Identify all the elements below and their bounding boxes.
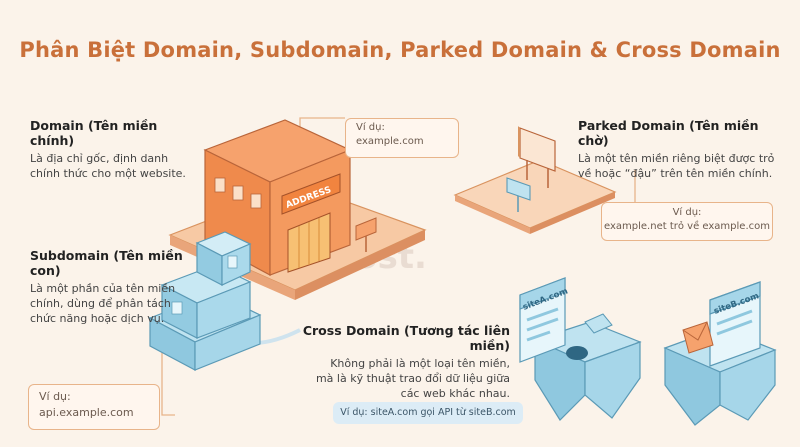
subdomain-building-icon bbox=[148, 231, 262, 371]
subdomain-text-line-3: chức năng hoặc dịch vụ. bbox=[30, 312, 165, 325]
parked-heading: Parked Domain (Tên miền chờ) bbox=[578, 118, 759, 148]
subdomain-heading: Subdomain (Tên miền con) bbox=[30, 248, 183, 278]
site-a-island-icon: siteA.com bbox=[519, 277, 642, 421]
subdomain-description: Subdomain (Tên miền con) Là một phần của… bbox=[30, 248, 205, 326]
cross-heading: Cross Domain (Tương tác liên miền) bbox=[302, 323, 510, 353]
site-b-island-icon: siteB.com bbox=[663, 281, 777, 426]
parked-description: Parked Domain (Tên miền chờ) Là một tên … bbox=[578, 118, 788, 181]
parked-note-label: Ví dụ: bbox=[672, 207, 702, 218]
parked-billboard-icon bbox=[518, 126, 556, 188]
domain-note-value: example.com bbox=[356, 136, 424, 147]
parked-note-value: example.net trỏ về example.com bbox=[604, 221, 770, 232]
domain-building-icon: ADDRESS bbox=[203, 119, 352, 277]
parked-text-line-2: về hoặc “đậu” trên tên miền chính. bbox=[578, 167, 773, 180]
page-title: Phân Biệt Domain, Subdomain, Parked Doma… bbox=[19, 38, 781, 62]
cross-example-note: Ví dụ: siteA.com gọi API từ siteB.com bbox=[333, 402, 523, 424]
domain-note-label: Ví dụ: bbox=[356, 122, 385, 133]
domain-text-line-1: Là địa chỉ gốc, định danh bbox=[30, 152, 169, 165]
cross-text-line-1: Không phải là một loại tên miền, bbox=[330, 357, 510, 370]
subdomain-text-line-1: Là một phần của tên miền bbox=[30, 282, 176, 295]
domain-description: Domain (Tên miền chính) Là địa chỉ gốc, … bbox=[30, 118, 205, 181]
domain-heading: Domain (Tên miền chính) bbox=[30, 118, 158, 148]
parked-text-line-1: Là một tên miền riêng biệt được trỏ bbox=[578, 152, 775, 165]
subdomain-note-label: Ví dụ: bbox=[39, 390, 71, 403]
subdomain-example-note: Ví dụ: api.example.com bbox=[28, 384, 160, 430]
subdomain-note-value: api.example.com bbox=[39, 406, 134, 419]
cross-text-line-3: các web khác nhau. bbox=[400, 387, 510, 400]
domain-text-line-2: chính thức cho một website. bbox=[30, 167, 186, 180]
parked-sign-blue-icon bbox=[506, 177, 531, 212]
subdomain-text-line-2: chính, dùng để phân tách bbox=[30, 297, 171, 310]
cross-text-line-2: mà là kỹ thuật trao đổi dữ liệu giữa bbox=[315, 372, 510, 385]
signpost-icon bbox=[355, 217, 377, 252]
parked-platform bbox=[453, 159, 617, 234]
cross-domain-description: Cross Domain (Tương tác liên miền) Không… bbox=[288, 323, 510, 401]
parked-example-note: Ví dụ: example.net trỏ về example.com bbox=[601, 202, 773, 241]
domain-example-note: Ví dụ: example.com bbox=[345, 118, 459, 158]
